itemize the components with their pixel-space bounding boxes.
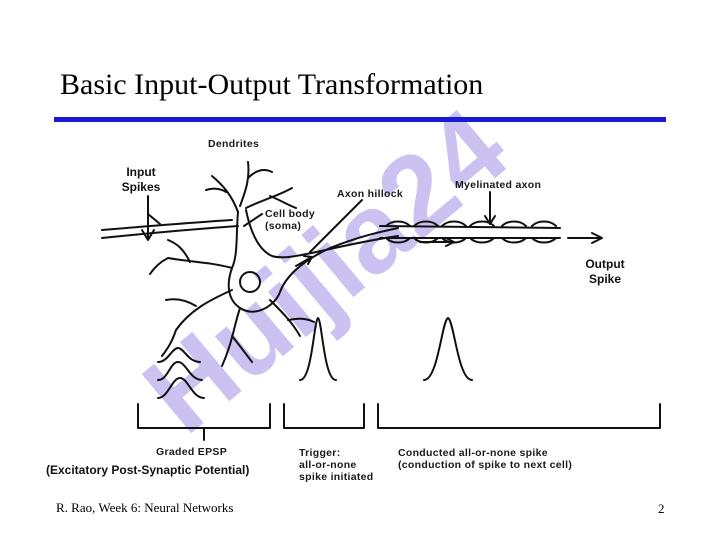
epsp-wave-1 — [157, 347, 201, 363]
output-spike-line-1: Output — [585, 257, 625, 271]
epsp-full-label: (Excitatory Post-Synaptic Potential) — [46, 463, 250, 477]
axon-hillock-pointer — [309, 199, 363, 253]
conducted-line-2: (conduction of spike to next cell) — [398, 459, 573, 471]
cell-body-pointer — [243, 213, 263, 227]
dendrite-left — [149, 239, 233, 275]
input-pointer — [141, 195, 155, 241]
trigger-line-3: spike initiated — [299, 471, 374, 483]
cell-body-outline — [227, 211, 399, 313]
myelinated-pointer — [484, 191, 496, 225]
bracket-trigger — [283, 403, 365, 429]
trigger-line-2: all-or-none — [299, 459, 357, 471]
trigger-label: Trigger: all-or-none spike initiated — [299, 447, 374, 483]
input-spikes-label: Input Spikes — [118, 165, 164, 195]
myelinated-axon-label: Myelinated axon — [455, 179, 542, 191]
conducted-line-1: Conducted all-or-none spike — [398, 447, 548, 459]
slide-footer: R. Rao, Week 6: Neural Networks — [56, 500, 234, 515]
input-axon — [101, 225, 239, 239]
output-spike-label: Output Spike — [578, 257, 632, 287]
cell-body-label: Cell body (soma) — [265, 208, 315, 232]
output-spike-line-2: Spike — [588, 272, 621, 286]
axon-hillock-label: Axon hillock — [337, 188, 404, 200]
bracket-epsp — [137, 403, 271, 441]
dendrites-label: Dendrites — [208, 138, 260, 150]
cell-body-line-2: (soma) — [265, 220, 302, 232]
page-number: 2 — [658, 501, 665, 516]
trigger-line-1: Trigger: — [299, 447, 341, 459]
bracket-conducted — [377, 403, 661, 429]
epsp-wave-3 — [157, 377, 205, 399]
dendrite-bottom — [161, 289, 253, 367]
input-spikes-line-1: Input — [126, 165, 156, 179]
slide-title: Basic Input-Output Transformation — [60, 68, 484, 101]
epsp-wave-2 — [157, 361, 203, 381]
conducted-spike-label: Conducted all-or-none spike (conduction … — [398, 447, 572, 471]
myelinated-axon — [379, 225, 561, 239]
input-spikes-line-2: Spikes — [121, 180, 161, 194]
graded-epsp-label: Graded EPSP — [156, 446, 227, 458]
cell-body-line-1: Cell body — [265, 208, 315, 220]
trigger-spike — [299, 317, 337, 381]
conducted-spike — [423, 317, 473, 381]
dendrite-top — [205, 161, 297, 213]
dendrite-right — [269, 299, 315, 337]
title-underline — [54, 117, 666, 122]
nucleus — [239, 271, 261, 293]
